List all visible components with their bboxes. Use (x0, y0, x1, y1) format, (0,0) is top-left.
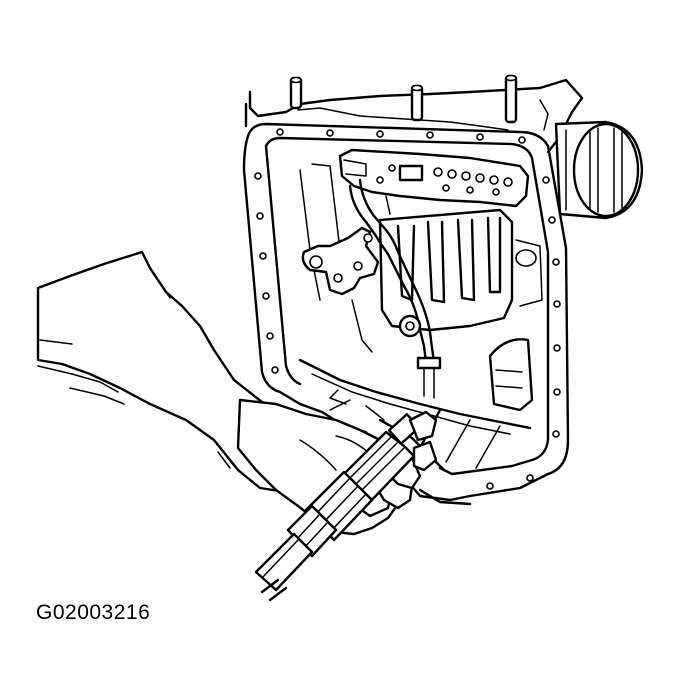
valve-body (338, 148, 530, 208)
air-tool (254, 410, 438, 592)
transmission-case (244, 78, 584, 154)
pan-cavities (299, 163, 543, 353)
figure-code-label: G02003216 (36, 601, 151, 624)
flange-bolt-holes (254, 128, 561, 490)
case-studs (289, 74, 518, 124)
air-hose (260, 578, 288, 602)
oil-filter (554, 120, 644, 220)
oil-tube (348, 178, 442, 399)
drain-boss (398, 314, 422, 338)
oil-pan-flange (242, 122, 570, 502)
detent-bracket (301, 226, 380, 296)
